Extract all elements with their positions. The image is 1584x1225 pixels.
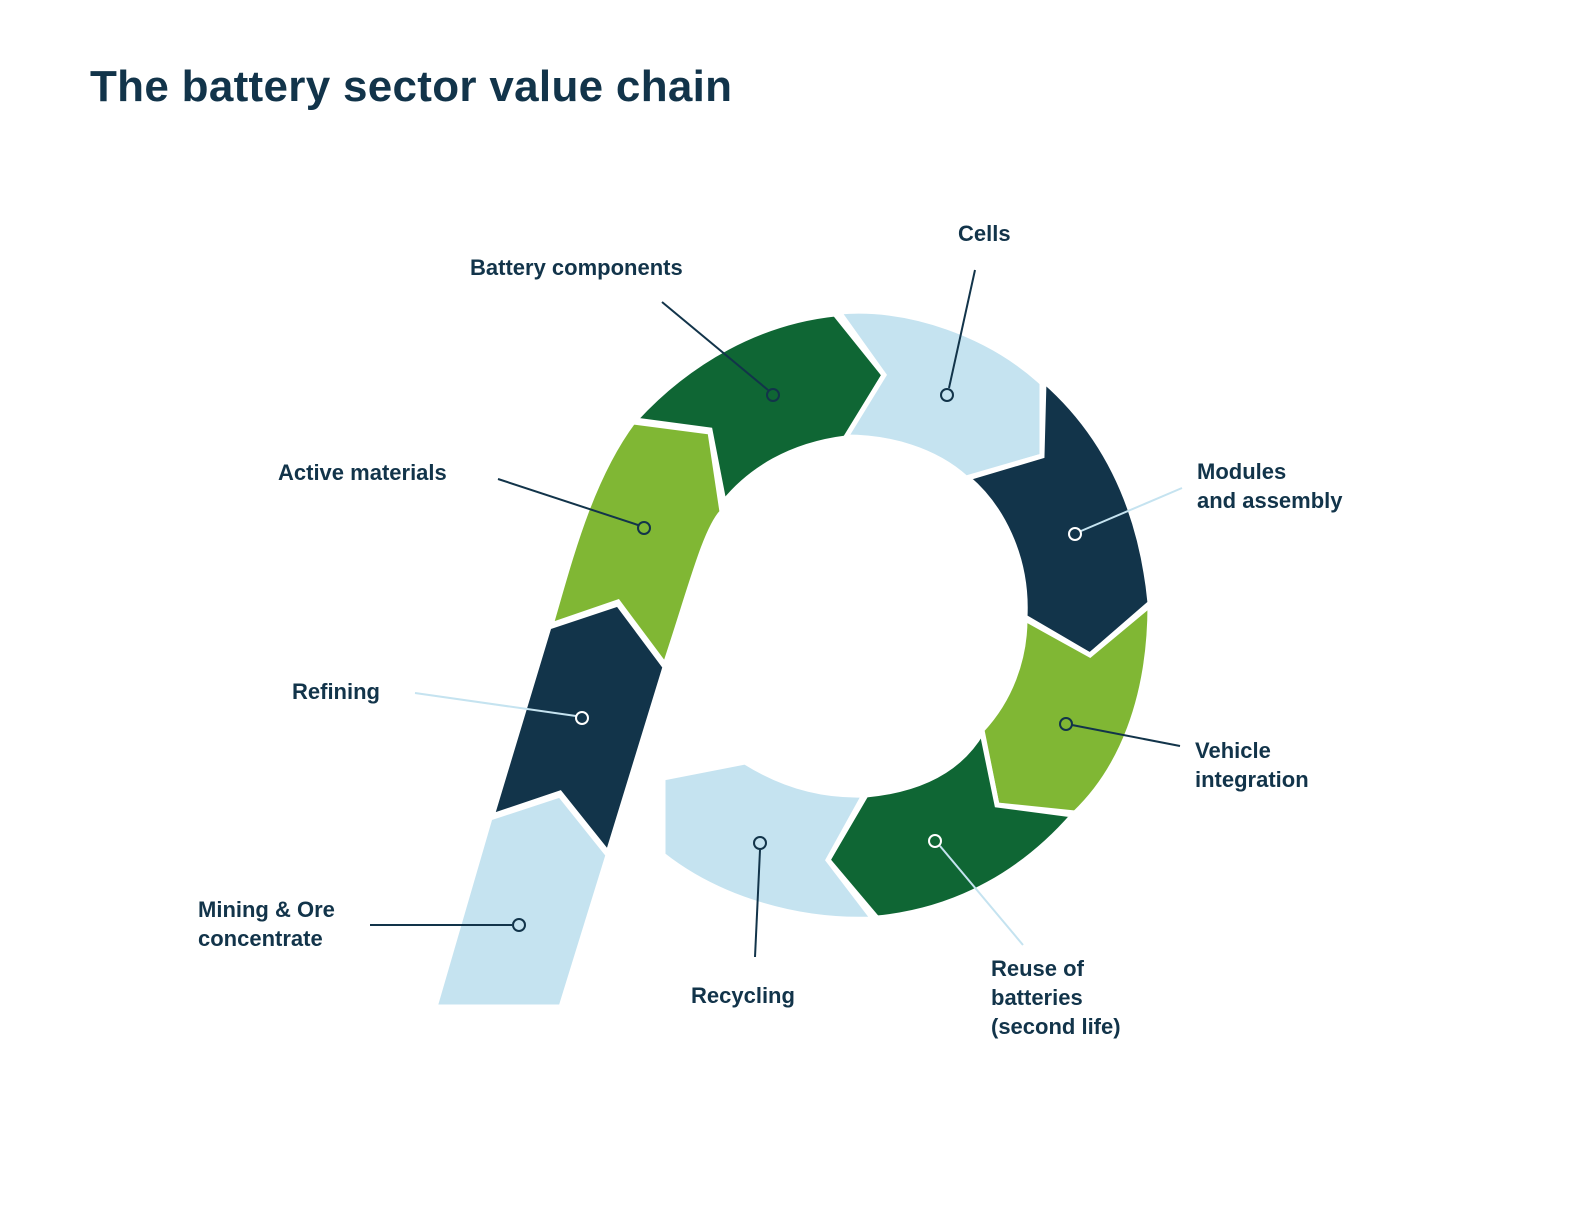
label-recycling: Recycling [691,983,795,1008]
leader-line-vehicle-integration [1071,724,1181,747]
leader-line-active-materials [497,478,639,526]
segment-reuse [824,725,1078,921]
label-cells: Cells [958,221,1011,246]
segment-recycling [660,759,878,922]
marker-vehicle-integration [1059,717,1073,731]
leader-line-reuse [939,845,1024,946]
page-title: The battery sector value chain [90,62,733,111]
leader-line-recycling [754,849,761,958]
marker-mining [512,918,526,932]
leader-line-cells [948,269,976,389]
marker-modules [1068,527,1082,541]
label-vehicle-integration: Vehicle integration [1195,738,1309,792]
marker-active-materials [637,521,651,535]
label-modules: Modules and assembly [1197,459,1343,513]
marker-reuse [928,834,942,848]
marker-refining [575,711,589,725]
label-active-materials: Active materials [278,460,447,485]
label-refining: Refining [292,679,380,704]
label-reuse: Reuse of batteries (second life) [991,956,1121,1039]
marker-cells [940,388,954,402]
label-mining: Mining & Ore concentrate [198,897,335,951]
leader-line-refining [414,692,577,717]
segment-mining [431,792,611,1010]
leader-line-battery-components [661,301,769,391]
label-battery-components: Battery components [470,255,683,280]
marker-battery-components [766,388,780,402]
marker-recycling [753,836,767,850]
leader-line-modules [1080,487,1183,532]
